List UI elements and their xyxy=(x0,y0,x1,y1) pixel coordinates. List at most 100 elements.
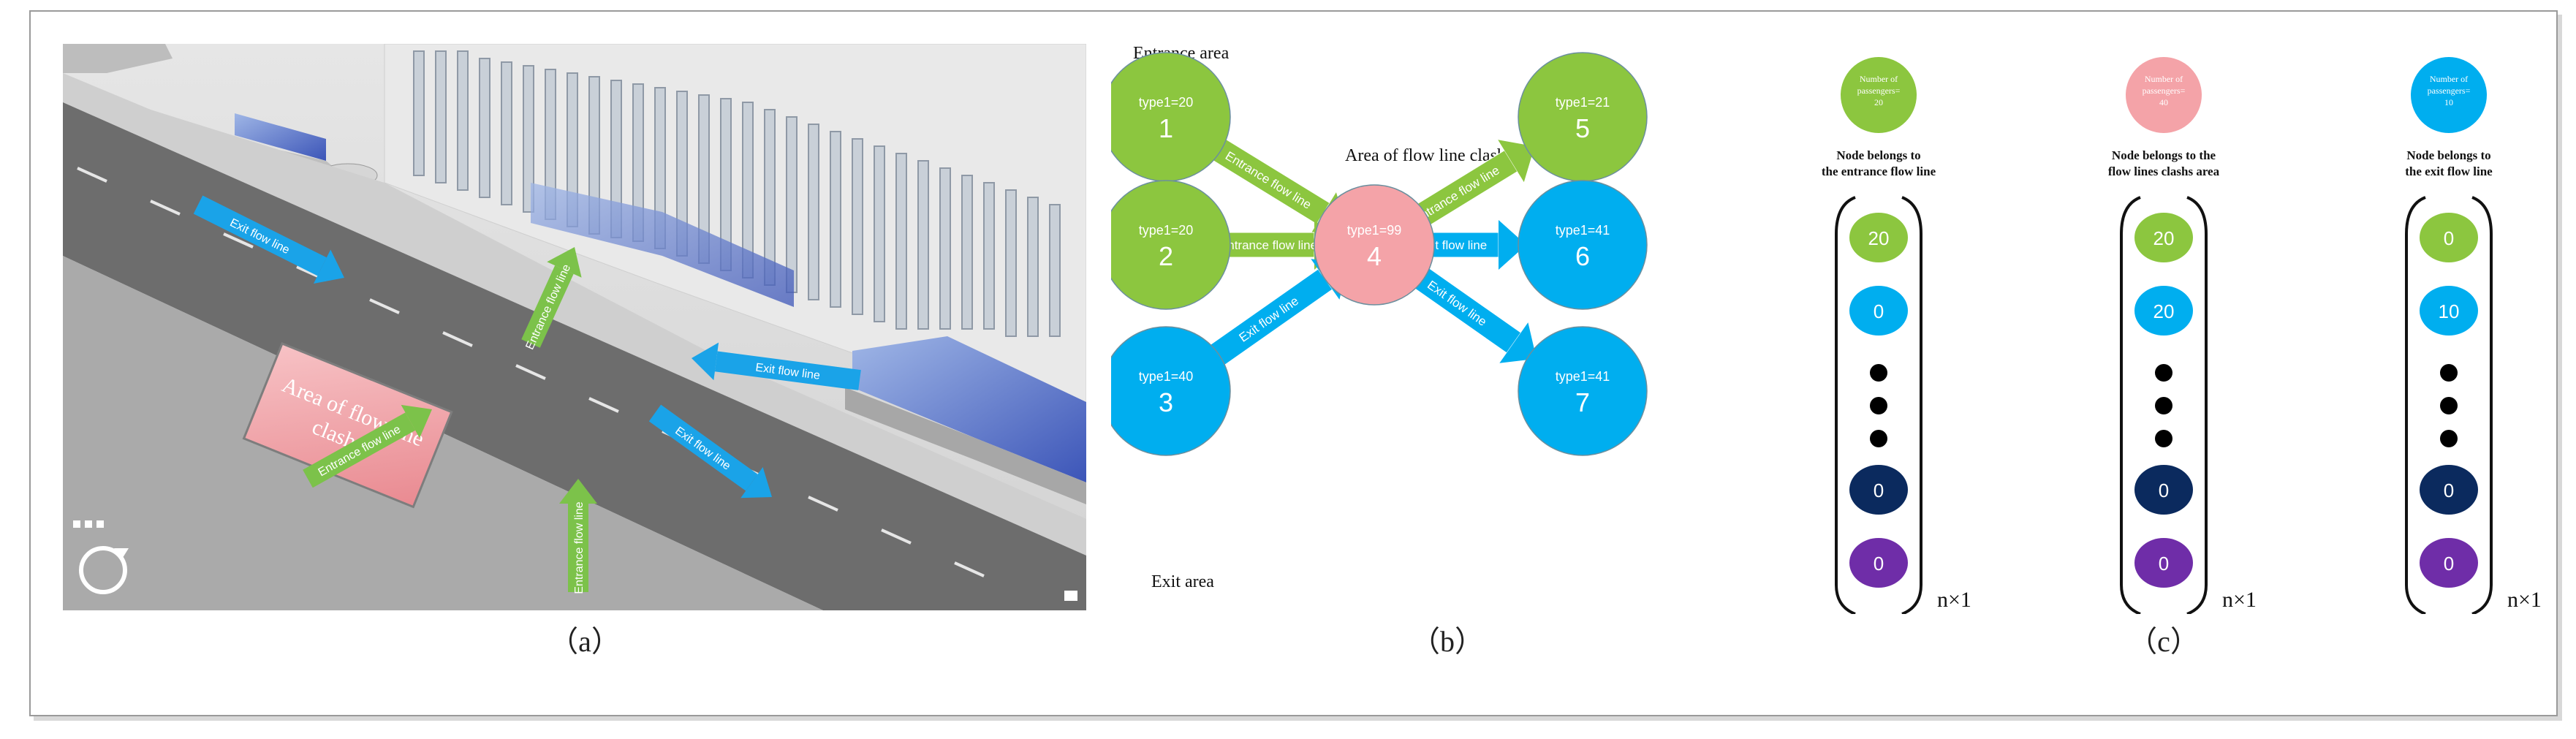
node-type-label: type1=20 xyxy=(1139,223,1194,238)
vector-cell-value: 0 xyxy=(2159,480,2169,501)
node-type-label: type1=40 xyxy=(1139,369,1194,384)
vector-cell-value: 0 xyxy=(1874,480,1884,501)
edge-label: Entrance flow line xyxy=(1219,238,1317,252)
exit-area-title: Exit area xyxy=(1151,572,1214,591)
node-3: type1=40 3 xyxy=(1111,326,1231,456)
node-4: type1=99 4 xyxy=(1314,184,1435,306)
vector-cell xyxy=(2420,465,2478,515)
node-id-label: 7 xyxy=(1575,387,1590,417)
passenger-count-text: Number of xyxy=(2145,74,2183,84)
vector-bracket-left xyxy=(2120,196,2141,614)
node-type-label: type1=20 xyxy=(1139,95,1194,110)
vector-cell xyxy=(1849,538,1908,588)
passenger-count-text: passengers= xyxy=(2143,86,2186,96)
node-7: type1=41 7 xyxy=(1518,326,1648,456)
node-id-label: 3 xyxy=(1159,387,1173,417)
passenger-count-text: passengers= xyxy=(1857,86,1901,96)
ellipsis-dot xyxy=(2155,430,2172,447)
glass-entrance xyxy=(531,183,794,307)
passenger-count-circle xyxy=(2126,57,2202,133)
nav-controls[interactable] xyxy=(73,520,104,528)
vector-bracket-right xyxy=(2186,196,2208,614)
vector-cell-value: 0 xyxy=(2444,553,2454,575)
node-2: type1=20 2 xyxy=(1111,180,1231,310)
vector-cell xyxy=(2420,538,2478,588)
vector-cell-value: 20 xyxy=(1868,227,1890,249)
caption-b: （b） xyxy=(1411,625,1484,658)
passenger-count-text: passengers= xyxy=(2428,86,2471,96)
ellipsis-dot xyxy=(2155,364,2172,382)
rotate-icon[interactable] xyxy=(79,546,129,594)
ellipsis-dot xyxy=(2440,430,2458,447)
vector-cell xyxy=(1849,213,1908,262)
node-id-label: 6 xyxy=(1575,241,1590,271)
node-type-label: type1=99 xyxy=(1347,223,1402,238)
passenger-count-circle xyxy=(2411,57,2487,133)
node-description: Node belongs to xyxy=(2406,148,2490,162)
vector-cell-value: 0 xyxy=(1874,300,1884,322)
vector-cell xyxy=(2134,465,2193,515)
passenger-count-text: 40 xyxy=(2159,97,2168,107)
ellipsis-dot xyxy=(2440,364,2458,382)
node-description: Node belongs to the xyxy=(2112,148,2216,162)
vector-cell xyxy=(1849,286,1908,336)
node-id-label: 1 xyxy=(1159,113,1173,143)
sidewalk xyxy=(63,73,1086,556)
vector-bracket-left xyxy=(2405,196,2426,614)
node-id-label: 5 xyxy=(1575,113,1590,143)
panel-b-graph: Entrance area Area of flow line clashes … xyxy=(1111,44,1648,591)
vector-cell xyxy=(2134,213,2193,262)
roof-structure xyxy=(63,44,173,73)
vector-cell-value: 20 xyxy=(2153,300,2175,322)
node-id-label: 2 xyxy=(1159,241,1173,271)
vector-cell xyxy=(2420,286,2478,336)
node-6: type1=41 6 xyxy=(1518,180,1648,310)
vector-cell xyxy=(2134,286,2193,336)
vector-cell-value: 0 xyxy=(1874,553,1884,575)
vector-cell-value: 10 xyxy=(2439,300,2460,322)
passenger-count-circle xyxy=(1841,57,1917,133)
ellipsis-dot xyxy=(1870,397,1887,414)
ellipsis-dot xyxy=(2440,397,2458,414)
node-description: the exit flow line xyxy=(2405,164,2493,178)
vector-bracket-left xyxy=(1835,196,1856,614)
node-type-label: type1=41 xyxy=(1556,223,1610,238)
node-type-label: type1=21 xyxy=(1556,95,1610,110)
building-windows xyxy=(413,50,1061,337)
map-icon[interactable] xyxy=(1064,591,1077,601)
ellipsis-dot xyxy=(1870,430,1887,447)
node-type-label: type1=41 xyxy=(1556,369,1610,384)
edge-label: Exit flow line xyxy=(1418,238,1487,252)
passenger-count-text: Number of xyxy=(1860,74,1898,84)
vector-cell-value: 0 xyxy=(2444,480,2454,501)
kiosk-right xyxy=(845,336,1086,504)
vector-cell-value: 20 xyxy=(2153,227,2175,249)
node-description: Node belongs to xyxy=(1836,148,1920,162)
flow-arrow-label: Entrance flow line xyxy=(573,501,586,594)
vector-size-label: n×1 xyxy=(1937,588,1971,612)
vector-cell xyxy=(2420,213,2478,262)
panel-a-scene: Area of flow line clashes Exit flow line… xyxy=(63,44,1086,610)
node-5: type1=21 5 xyxy=(1518,52,1648,182)
ellipsis-dot xyxy=(1870,364,1887,382)
vector-size-label: n×1 xyxy=(2222,588,2257,612)
caption-c: （c） xyxy=(2128,625,2200,658)
road xyxy=(63,102,1086,610)
ellipsis-dot xyxy=(2155,397,2172,414)
edge-label: Entrance flow line xyxy=(1223,148,1314,211)
vector-cell-value: 0 xyxy=(2159,553,2169,575)
node-description: flow lines clashs area xyxy=(2108,164,2220,178)
passenger-count-text: 20 xyxy=(1874,97,1883,107)
flow-arrow-entrance-bottom: Entrance flow line xyxy=(559,479,597,594)
vector-bracket-right xyxy=(1901,196,1922,614)
vector-cell-value: 0 xyxy=(2444,227,2454,249)
passenger-count-text: 10 xyxy=(2444,97,2453,107)
passenger-count-text: Number of xyxy=(2430,74,2468,84)
node-description: the entrance flow line xyxy=(1822,164,1936,178)
node-id-label: 4 xyxy=(1367,241,1382,271)
vector-cell xyxy=(2134,538,2193,588)
